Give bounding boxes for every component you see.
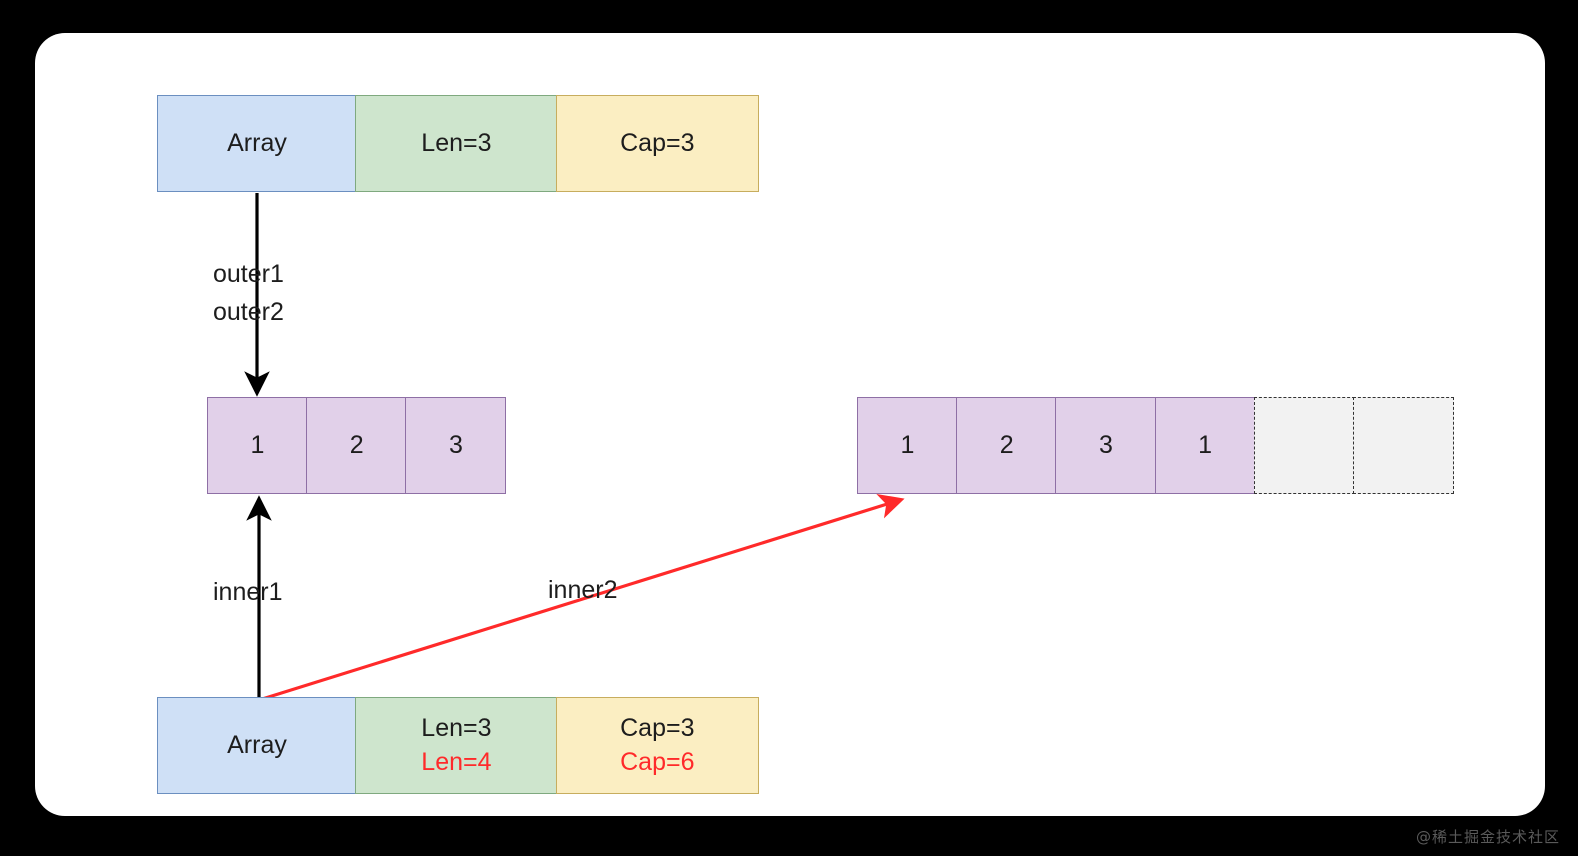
right-array-slot-2[interactable]: 3 bbox=[1055, 397, 1157, 494]
left-array-value-2: 3 bbox=[448, 431, 463, 459]
left-array-slot-2[interactable]: 3 bbox=[405, 397, 507, 494]
outer-header-array-label: Array bbox=[227, 128, 287, 157]
outer2-label: outer2 bbox=[213, 298, 284, 326]
left-array-value-1: 2 bbox=[349, 431, 364, 459]
outer-header-len-field[interactable]: Len=3 bbox=[355, 95, 558, 192]
right-array-value-3: 1 bbox=[1198, 431, 1213, 459]
inner-header-array-field[interactable]: Array bbox=[157, 697, 357, 794]
right-array-slot-5[interactable] bbox=[1353, 397, 1455, 494]
inner2-label: inner2 bbox=[548, 576, 618, 604]
right-array-value-0: 1 bbox=[900, 431, 915, 459]
outer-header-len-label: Len=3 bbox=[421, 128, 492, 157]
outer-header-array-field[interactable]: Array bbox=[157, 95, 357, 192]
left-array-value-0: 1 bbox=[250, 431, 265, 459]
right-array-slot-0[interactable]: 1 bbox=[857, 397, 958, 494]
inner-header-len-updated-label: Len=4 bbox=[421, 747, 492, 776]
left-array-slot-0[interactable]: 1 bbox=[207, 397, 308, 494]
inner-header-cap-field[interactable]: Cap=3 Cap=6 bbox=[555, 697, 759, 794]
inner-header-len-field[interactable]: Len=3 Len=4 bbox=[355, 697, 558, 794]
right-array-value-2: 3 bbox=[1098, 431, 1113, 459]
outer-header-cap-label: Cap=3 bbox=[620, 128, 695, 157]
inner2-pointer-arrow bbox=[258, 493, 905, 702]
inner-header-cap-updated-label: Cap=6 bbox=[620, 747, 695, 776]
original-backing-array: 1 2 3 bbox=[207, 397, 508, 494]
right-array-slot-1[interactable]: 2 bbox=[956, 397, 1058, 494]
inner-slice-header: Array Len=3 Len=4 Cap=3 Cap=6 bbox=[157, 697, 760, 794]
inner-header-len-label: Len=3 bbox=[421, 713, 492, 742]
outer1-label: outer1 bbox=[213, 260, 284, 288]
outer-slice-header: Array Len=3 Cap=3 bbox=[157, 95, 760, 192]
watermark: @稀土掘金技术社区 bbox=[1415, 828, 1560, 846]
inner-header-cap-label: Cap=3 bbox=[620, 713, 695, 742]
right-array-value-1: 2 bbox=[999, 431, 1014, 459]
inner1-label: inner1 bbox=[213, 578, 283, 606]
left-array-slot-1[interactable]: 2 bbox=[306, 397, 408, 494]
right-array-slot-3[interactable]: 1 bbox=[1154, 397, 1256, 494]
outer-header-cap-field[interactable]: Cap=3 bbox=[555, 95, 759, 192]
grown-backing-array: 1 2 3 1 bbox=[857, 397, 1460, 494]
inner-header-array-label: Array bbox=[227, 730, 287, 759]
right-array-slot-4[interactable] bbox=[1253, 397, 1355, 494]
